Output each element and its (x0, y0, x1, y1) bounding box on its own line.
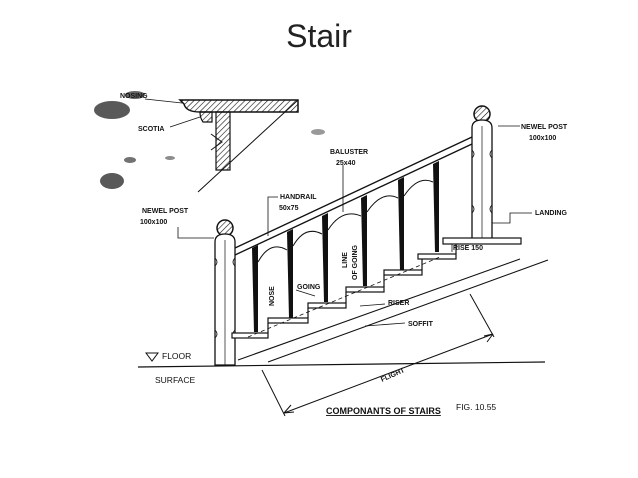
label-going: GOING (297, 284, 321, 291)
figure-number: FIG. 10.55 (456, 402, 496, 412)
label-nosing: NOSING (120, 93, 148, 100)
flight-dimension (261, 293, 495, 417)
soffit (237, 258, 549, 363)
label-of-going: OF GOING (352, 244, 359, 280)
slide-title: Stair (286, 18, 352, 54)
label-landing: LANDING (535, 210, 567, 217)
label-surface: SURFACE (155, 375, 195, 385)
scan-smudges (94, 91, 325, 189)
label-handrail: HANDRAIL (280, 194, 317, 201)
label-rise: RISE 150 (453, 245, 483, 252)
label-floor: FLOOR (162, 351, 191, 361)
label-handrail-size: 50x75 (279, 205, 299, 212)
label-flight: FLIGHT (380, 367, 407, 384)
baluster-arches (257, 179, 434, 263)
label-nose: NOSE (269, 286, 276, 306)
label-newel-post-right: NEWEL POST (521, 124, 568, 131)
nosing-detail (144, 98, 299, 193)
label-newel-post-right-size: 100x100 (529, 135, 556, 142)
landing (442, 237, 522, 245)
diagram-caption: COMPONANTS OF STAIRS (326, 406, 441, 416)
label-scotia: SCOTIA (138, 126, 164, 133)
newel-post-right (471, 105, 493, 241)
label-baluster-size: 25x40 (336, 160, 356, 167)
label-newel-post-left-size: 100x100 (140, 219, 167, 226)
label-baluster: BALUSTER (330, 149, 368, 156)
floor-marker-icon (145, 352, 159, 362)
label-newel-post-left: NEWEL POST (142, 208, 189, 215)
label-soffit: SOFFIT (408, 321, 434, 328)
label-riser: RISER (388, 300, 409, 307)
label-line: LINE (342, 252, 349, 268)
leader-lines (177, 125, 532, 327)
handrail (234, 136, 473, 256)
balusters (252, 161, 439, 332)
floor-line (137, 361, 546, 368)
newel-post-left (214, 219, 236, 366)
